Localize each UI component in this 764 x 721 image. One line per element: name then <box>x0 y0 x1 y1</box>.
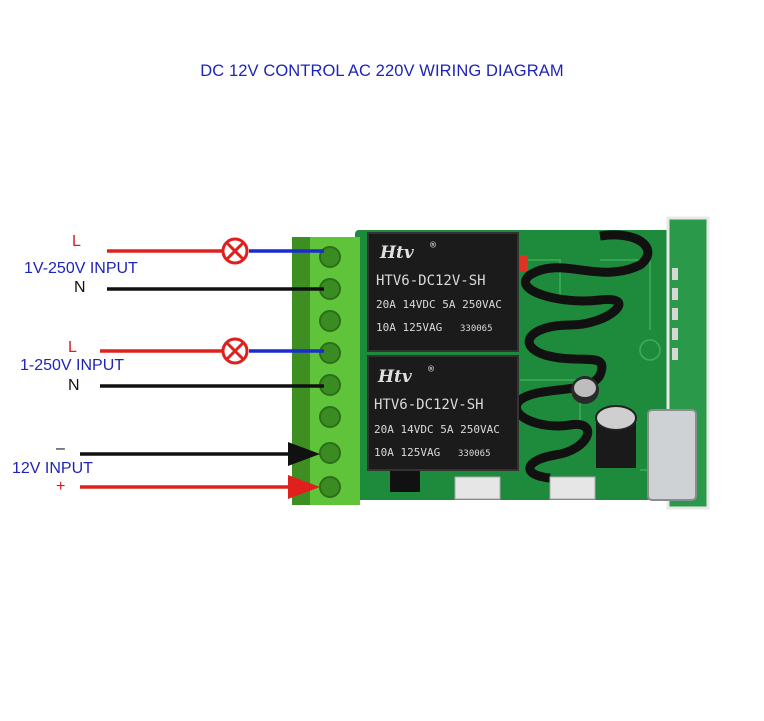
power-minus-label: – <box>56 440 65 457</box>
diode-chip <box>390 470 420 492</box>
relay2-brand: Htv <box>377 367 413 387</box>
relay1-brand: Htv <box>379 243 415 263</box>
crystal <box>647 409 697 501</box>
relay1-code: 330065 <box>460 324 493 334</box>
input1-live-label: L <box>72 233 81 250</box>
terminal-screws <box>319 246 341 498</box>
relay2-code: 330065 <box>458 449 491 459</box>
power-input-label: 12V INPUT <box>12 460 93 477</box>
relay2-rating2: 10A 125VAG <box>374 446 440 459</box>
relay2-mark: ® <box>428 364 435 375</box>
relay-2: Htv ® HTV6-DC12V-SH 20A 14VDC 5A 250VAC … <box>367 355 519 471</box>
relay1-mark: ® <box>430 240 437 251</box>
relay1-rating2: 10A 125VAG <box>376 321 442 334</box>
input2-live-label: L <box>68 339 77 356</box>
arrow-icon <box>288 475 320 499</box>
relay2-model: HTV6-DC12V-SH <box>374 397 484 413</box>
relay2-rating1: 20A 14VDC 5A 250VAC <box>374 423 500 436</box>
input2-neutral-label: N <box>68 377 80 394</box>
relay1-rating1: 20A 14VDC 5A 250VAC <box>376 298 502 311</box>
lamp-icon <box>221 237 249 265</box>
learn-button <box>454 476 501 500</box>
power-plus-label: + <box>56 478 66 495</box>
input1-neutral-label: N <box>74 279 86 296</box>
input1-voltage-label: 1V-250V INPUT <box>24 260 138 277</box>
diagram-title: DC 12V CONTROL AC 220V WIRING DIAGRAM <box>200 62 564 80</box>
led-indicator <box>520 255 528 271</box>
module-pins <box>672 268 678 360</box>
lamp-icon <box>221 337 249 365</box>
antenna-coil <box>512 230 653 483</box>
input2-voltage-label: 1-250V INPUT <box>20 357 125 374</box>
arrow-icon <box>288 442 320 466</box>
reset-button <box>549 476 596 500</box>
terminal-block <box>292 237 360 505</box>
capacitor-large <box>595 405 637 468</box>
relay-1: Htv ® HTV6-DC12V-SH 20A 14VDC 5A 250VAC … <box>367 232 519 352</box>
relay1-model: HTV6-DC12V-SH <box>376 273 486 289</box>
capacitor-small <box>571 376 599 404</box>
